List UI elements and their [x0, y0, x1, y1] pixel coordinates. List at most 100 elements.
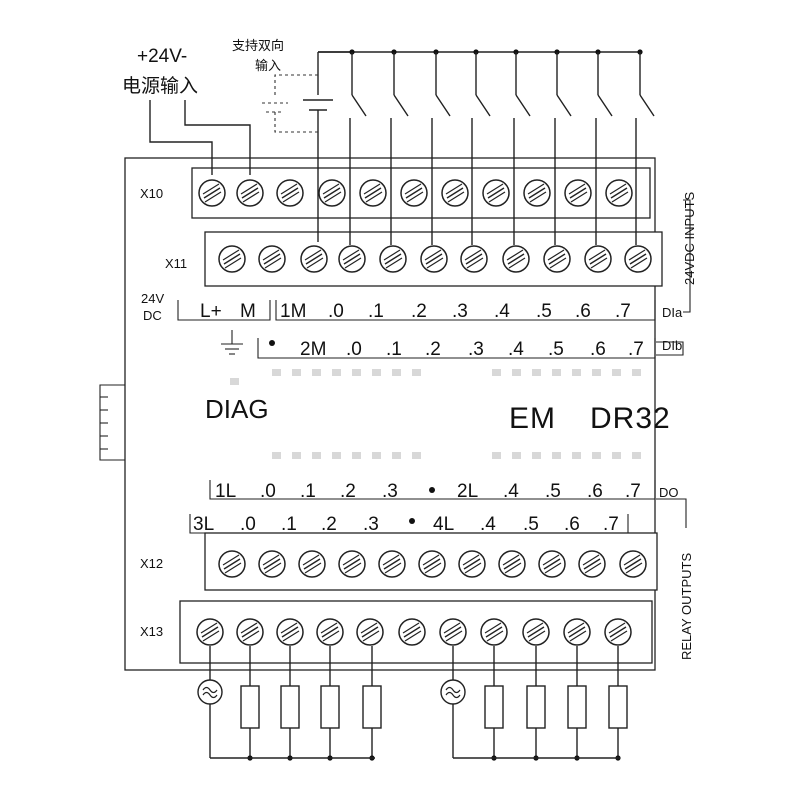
input-label-row-b: .7 [628, 339, 644, 360]
diag-label: DIAG [205, 394, 269, 424]
status-led [372, 369, 381, 376]
input-label-row-b: .0 [346, 339, 362, 360]
power-voltage-label: +24V- [137, 46, 187, 67]
x13-terminal-screw [522, 618, 550, 646]
input-label-row-b: .5 [548, 339, 564, 360]
x11-terminal-screw [624, 245, 652, 273]
connector-label-x10: X10 [140, 186, 163, 201]
status-led [572, 452, 581, 459]
x12-terminal-screw [578, 550, 606, 578]
x12-terminal-screw [338, 550, 366, 578]
bidirectional-label-line1: 支持双向 [232, 38, 284, 53]
load-resistor-icon [362, 646, 382, 761]
x11-terminal-screw [379, 245, 407, 273]
connector-label-x11: X11 [165, 256, 187, 271]
input-label-row-a: .5 [536, 301, 552, 322]
x13-terminal-screw [196, 618, 224, 646]
ac-source-icon [197, 679, 223, 705]
x11-terminal-screw [420, 245, 448, 273]
dc-label-dc: DC [143, 308, 162, 323]
x11-terminal-screw [218, 245, 246, 273]
dib-marker-dot [269, 340, 275, 346]
input-tag-dia: DIa [662, 305, 683, 320]
input-switch [513, 49, 531, 245]
dia-bracket [275, 300, 656, 321]
bidirectional-label-line2: 输入 [255, 58, 281, 73]
output-label-row-b: .4 [480, 514, 496, 535]
outputs-side-label: RELAY OUTPUTS [679, 553, 694, 660]
x12-terminal-screw [619, 550, 647, 578]
output-label-row-a: .3 [382, 481, 398, 502]
output-label-row-a: .2 [340, 481, 356, 502]
x12-terminal-screw [378, 550, 406, 578]
status-led [372, 452, 381, 459]
output-label-row-b: .7 [603, 514, 619, 535]
x12-terminal-screw [418, 550, 446, 578]
x10-terminal-screw [359, 179, 387, 207]
x13-terminal-screw [563, 618, 591, 646]
output-label-row-a: .0 [260, 481, 276, 502]
x12-terminal-screw [458, 550, 486, 578]
status-led [552, 369, 561, 376]
output-label-row-b: 4L [433, 514, 454, 535]
input-label-row-b: .1 [386, 339, 402, 360]
input-switch [471, 49, 491, 245]
status-led [392, 369, 401, 376]
model-number: DR32 [590, 402, 671, 435]
status-led [572, 369, 581, 376]
x10-terminal-screw [400, 179, 428, 207]
status-led [612, 369, 621, 376]
power-bracket [177, 300, 271, 321]
x13-terminal-screw [604, 618, 632, 646]
x10-terminal-screw [605, 179, 633, 207]
model-prefix: EM [509, 402, 556, 435]
x10-terminal-screw [236, 179, 264, 207]
input-labels-row-b: 2M.0.1.2.3.4.5.6.7 [300, 339, 644, 360]
status-led [512, 369, 521, 376]
terminals-x11 [218, 245, 652, 273]
output-tag-do: DO [659, 485, 679, 500]
x13-terminal-screw [480, 618, 508, 646]
do-bracket-a [209, 480, 656, 500]
load-resistor-icon [280, 646, 300, 761]
input-switch [349, 49, 367, 245]
status-led [312, 452, 321, 459]
connector-label-x12: X12 [140, 556, 163, 571]
input-label-row-b: 2M [300, 339, 326, 360]
input-label-row-a: M [240, 301, 256, 322]
status-led [412, 369, 421, 376]
status-led [272, 369, 281, 376]
input-label-row-a: 1M [280, 301, 306, 322]
ac-source-icon [440, 679, 466, 705]
status-led [412, 452, 421, 459]
input-switch [554, 49, 572, 245]
input-tag-dib: DIb [662, 338, 682, 353]
x11-terminal-screw [543, 245, 571, 273]
dc-label-voltage: 24V [141, 291, 164, 306]
status-led [632, 452, 641, 459]
load-resistor-icon [567, 646, 587, 761]
do-row-b-separator-dot [409, 518, 415, 524]
output-label-row-b: .1 [281, 514, 297, 535]
alt-battery-wire-bottom [274, 112, 318, 133]
power-wire-negative [184, 100, 251, 175]
input-label-row-b: .3 [468, 339, 484, 360]
x13-terminal-screw [276, 618, 304, 646]
output-label-row-a: .4 [503, 481, 519, 502]
output-label-row-a: 2L [457, 481, 478, 502]
power-input-label: 电源输入 [122, 75, 198, 97]
load-resistor-icon [320, 646, 340, 761]
input-label-row-a: .0 [328, 301, 344, 322]
x12-terminal-screw [538, 550, 566, 578]
x10-terminal-screw [523, 179, 551, 207]
load-resistor-icon [484, 646, 504, 761]
input-side-bracket [683, 199, 691, 313]
do-bracket-b [189, 514, 629, 534]
output-label-row-a: .5 [545, 481, 561, 502]
output-label-row-a: .6 [587, 481, 603, 502]
input-switch [431, 49, 451, 245]
